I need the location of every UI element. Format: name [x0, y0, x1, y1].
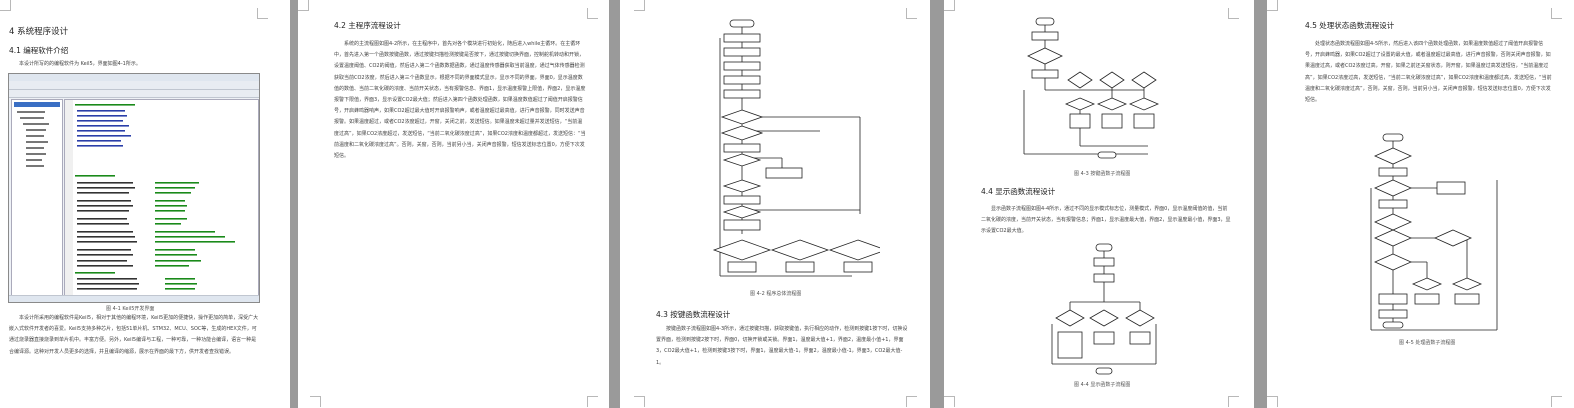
corner-mark [1267, 396, 1278, 407]
ide-toolbar [9, 81, 259, 90]
chapter-heading: 4 系统程序设计 [9, 27, 69, 37]
figure-caption: 图 4-3 按键函数子流程图 [1074, 171, 1131, 177]
paragraph: 本设计所采用的编程软件是Keil5，相对于其他的编程环境，Keil5更加的便捷快… [9, 315, 259, 355]
section-heading: 4.5 处理状态函数流程设计 [1305, 21, 1395, 30]
document-page-5: 4.5 处理状态函数流程设计 处理状态函数流程图如图4-5所示，然后进入该四个函… [1267, 0, 1574, 408]
corner-mark [1228, 396, 1239, 407]
corner-mark [1228, 8, 1239, 19]
process-flowchart [1370, 133, 1498, 331]
paragraph: 显示函数子流程图如图4-4所示，通过不同的显示模式标志位，测量模式，界面0，显示… [981, 206, 1231, 235]
corner-mark [0, 0, 11, 11]
main-flowchart [712, 19, 880, 277]
document-page-4: 图 4-3 按键函数子流程图 4.4 显示函数流程设计 显示函数子流程图如图4-… [944, 0, 1254, 408]
paragraph: 本设计所写的的编程软件为 Keil5，界面如图4-1所示。 [19, 61, 141, 67]
document-page-2: 4.2 主程序流程设计 系统的主流程图如图4-2所示，在主程序中，首先对各个模块… [298, 0, 609, 408]
section-heading: 4.2 主程序流程设计 [334, 21, 401, 30]
corner-mark [1551, 8, 1562, 19]
paragraph: 按键函数子流程图如图4-3所示，通过按键扫描，获取按键值，执行相应的动作，检测到… [656, 326, 908, 366]
corner-mark [944, 0, 955, 11]
corner-mark [587, 396, 598, 407]
section-heading: 4.3 按键函数流程设计 [656, 310, 731, 319]
corner-mark [1551, 396, 1562, 407]
corner-mark [1267, 0, 1278, 11]
ide-toolbar [9, 90, 259, 98]
figure-caption: 图 4-1 Keil5开发界面 [106, 306, 155, 312]
corner-mark [906, 8, 917, 19]
ide-status-bar [9, 295, 259, 302]
figure-caption: 图 4-2 程序总体流程图 [750, 291, 802, 297]
section-heading: 4.4 显示函数流程设计 [981, 187, 1056, 196]
corner-mark [906, 396, 917, 407]
paragraph: 系统的主流程图如图4-2所示，在主程序中，首先对各个模块进行初始化，随后进入wh… [334, 41, 586, 160]
code-lines [65, 100, 235, 295]
figure-caption: 图 4-4 显示函数子流程图 [1074, 382, 1131, 388]
corner-mark [310, 396, 321, 407]
corner-mark [634, 0, 645, 11]
figure-caption: 图 4-5 处理函数子流程图 [1399, 340, 1456, 346]
section-heading: 4.1 编程软件介绍 [9, 46, 69, 55]
corner-mark [257, 8, 268, 19]
display-flowchart [1051, 243, 1157, 375]
corner-mark [634, 396, 645, 407]
document-page-1: 4 系统程序设计 4.1 编程软件介绍 本设计所写的的编程软件为 Keil5，界… [0, 0, 290, 408]
keil5-ide-screenshot [8, 73, 260, 303]
document-page-3: 图 4-2 程序总体流程图 4.3 按键函数流程设计 按键函数子流程图如图4-3… [620, 0, 930, 408]
corner-mark [298, 0, 309, 11]
ide-menu-bar [9, 74, 259, 81]
corner-mark [944, 396, 955, 407]
project-tree-lines [14, 102, 60, 167]
corner-mark [587, 8, 598, 19]
key-flowchart [1023, 17, 1160, 159]
code-editor [64, 99, 259, 296]
project-tree [11, 99, 63, 296]
paragraph: 处理状态函数流程图如图4-5所示，然后进入该四个函数处理函数，如果温度数值超过了… [1305, 41, 1552, 104]
